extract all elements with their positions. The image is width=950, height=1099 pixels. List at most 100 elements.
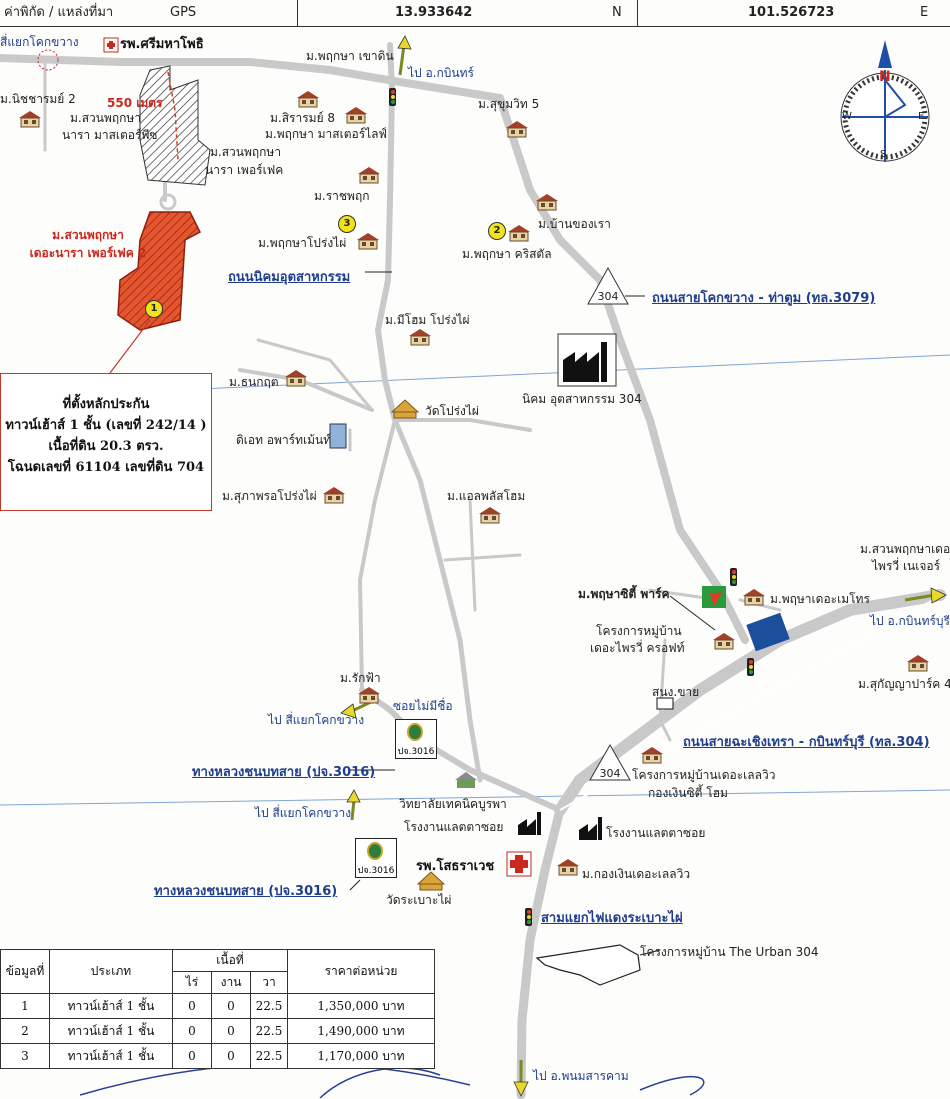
temple-icon xyxy=(393,411,417,419)
col-ngan: งาน xyxy=(211,971,251,994)
roundabout xyxy=(159,193,177,211)
place-pruksa-khaodin: ม.พฤกษา เขาดิน xyxy=(306,49,394,63)
place-pruksa-prongmai: ม.พฤกษาโปร่งไผ่ xyxy=(258,236,347,250)
subject-marker-1: 1 xyxy=(145,300,163,318)
distance-line xyxy=(167,71,179,161)
sales-office-icon xyxy=(656,697,674,710)
arrow-south-icon xyxy=(513,1060,529,1097)
road-label-chachoengsao-kabinburi: ถนนสายฉะเชิงเทรา - กบินทร์บุรี (ทล.304) xyxy=(683,735,930,750)
place-suanpruksa-perfect2: ม.สวนพฤกษา xyxy=(52,228,124,242)
house-icon xyxy=(358,167,380,184)
neighbour-plot xyxy=(139,65,211,186)
route-sign-3016: ปจ.3016 xyxy=(395,719,437,759)
hospital-icon xyxy=(103,37,119,53)
subject-plot xyxy=(117,211,201,331)
house-icon xyxy=(907,655,929,672)
place-kokkwang-intersection: สี่แยกโคกขวาง xyxy=(0,35,79,49)
apartment-icon xyxy=(329,423,347,449)
gps-source: GPS xyxy=(170,5,197,20)
place-suanpruksa-forest: ม.สวนพฤกษาเดอ xyxy=(860,542,950,556)
info-property-type: ทาวน์เฮ้าส์ 1 ชั้น (เลขที่ 242/14 ) xyxy=(5,418,207,433)
col-price: ราคาต่อหน่วย xyxy=(287,949,435,994)
place-suanpruksa-master: ม.สวนพฤกษา xyxy=(70,111,142,125)
label-to-kabinburi-right: ไป อ.กบินทร์บุรี xyxy=(870,614,950,628)
house-icon xyxy=(743,589,765,606)
collateral-info-box: ที่ตั้งหลักประกัน ทาวน์เฮ้าส์ 1 ชั้น (เล… xyxy=(0,373,212,511)
header-bar xyxy=(0,0,950,27)
latitude-value: 13.933642 xyxy=(395,5,473,20)
road-label-rural-3016: ทางหลวงชนบทสาย (ปจ.3016) xyxy=(192,765,376,780)
place-pruksa-city-park: ม.พฤษาซิตี้ พาร์ค xyxy=(578,587,670,601)
bigc-logo-mark xyxy=(710,592,722,606)
col-area: เนื้อที่ xyxy=(172,949,288,972)
road-label-industrial: ถนนนิคมอุตสาหกรรม xyxy=(228,270,351,285)
place-lake-view-2: กองเงินซิตี้ โฮม xyxy=(648,786,728,800)
col-rai: ไร่ xyxy=(172,971,212,994)
house-icon xyxy=(557,859,579,876)
info-deed: โฉนดเลขที่ 61104 เลขที่ดิน 704 xyxy=(7,460,205,475)
pointer-line xyxy=(349,879,361,891)
compass-rose xyxy=(840,40,930,162)
place-suanpruksa-perfect-2: นารา เพอร์เฟค xyxy=(205,163,284,177)
tesco-lotus-logo xyxy=(746,612,790,652)
label-to-kokkwang-2: ไป สี่แยกโคกขวาง xyxy=(255,806,352,820)
place-ratchapruk: ม.ราชพฤก xyxy=(314,189,370,203)
road-network xyxy=(0,42,946,1099)
info-land-area: เนื้อที่ดิน 20.3 ตรว. xyxy=(48,439,164,454)
divider xyxy=(637,0,638,26)
longitude-direction: E xyxy=(920,5,929,20)
place-supaporn-prongmai: ม.สุภาพรอโปร่งไผ่ xyxy=(222,489,317,503)
place-nicharom2: ม.นิชชารมย์ 2 xyxy=(0,92,76,106)
place-privy-croft-2: เดอะไพรวี่ ครอฟท์ xyxy=(590,641,685,655)
route-304-label: 304 xyxy=(599,767,621,780)
place-wat-rabeubai: วัดระเบาะไผ่ xyxy=(386,893,452,907)
place-wat-prongmai: วัดโปร่งไผ่ xyxy=(425,404,479,418)
label-to-kokkwang: ไป สี่แยกโคกขวาง xyxy=(268,713,365,727)
place-rakfa: ม.รักฟ้า xyxy=(340,671,381,685)
place-sales-office: สนง.ขาย xyxy=(652,685,700,699)
traffic-light-icon xyxy=(747,658,754,676)
traffic-light-icon xyxy=(389,88,396,106)
place-factory-2: โรงงานแลตตาซอย xyxy=(606,826,706,840)
house-icon xyxy=(345,107,367,124)
place-suanpruksa-forest-2: ไพรวี่ เนเจอร์ xyxy=(872,559,941,573)
place-suanpruksa-perfect2-2: เดอะนารา เพอร์เฟค 2 xyxy=(29,246,147,260)
divider xyxy=(297,0,298,26)
urban-304-outline xyxy=(535,944,641,986)
place-dh-apartment: ดิเอท อพาร์ทเม้นท์ xyxy=(236,433,332,447)
scan-line xyxy=(0,789,950,806)
factory-icon xyxy=(579,817,602,840)
place-mihome-prongmai: ม.มีโฮม โปร่งไผ่ xyxy=(385,313,470,327)
place-pruksa-metro: ม.พฤษาเดอะเมโทร xyxy=(770,592,870,606)
compass-south-label: S xyxy=(880,149,887,160)
pointer-line xyxy=(639,949,661,956)
place-suanpruksa-master-2: นารา มาสเตอร์พีซ xyxy=(62,128,158,142)
house-icon xyxy=(19,111,41,128)
comparable-price-table: ข้อมูลที่ ประเภท เนื้อที่ ราคาต่อหน่วย ไ… xyxy=(0,949,435,1069)
label-unnamed-soi: ซอยไม่มีชื่อ xyxy=(393,699,453,713)
industrial-estate-icon xyxy=(557,333,617,387)
info-title: ที่ตั้งหลักประกัน xyxy=(62,397,150,412)
place-sukhumvit5: ม.สุขุมวิท 5 xyxy=(478,97,540,111)
house-icon xyxy=(323,487,345,504)
house-icon xyxy=(297,91,319,108)
place-alpha-home: ม.แอลพลัสโฮม xyxy=(447,489,526,503)
place-industrial-estate: นิคม อุตสาหกรรม 304 xyxy=(522,392,642,406)
hospital-icon xyxy=(506,851,532,877)
label-to-kabinburi-top: ไป อ.กบินทร์ xyxy=(408,66,474,80)
col-wa: วา xyxy=(250,971,288,994)
compass-west-label: W xyxy=(842,111,852,122)
road-label-rural-3016-b: ทางหลวงชนบทสาย (ปจ.3016) xyxy=(154,884,338,899)
place-kongngoen-lakeview: ม.กองเงินเดอะเลลวิว xyxy=(582,867,691,881)
house-icon xyxy=(641,747,663,764)
house-icon xyxy=(285,370,307,387)
place-lake-view: โครงการหมู่บ้านเดอะเลลวิว xyxy=(632,768,776,782)
col-type: ประเภท xyxy=(49,949,173,994)
temple-icon xyxy=(390,399,420,413)
traffic-light-icon xyxy=(525,908,532,926)
route-sign-3016: ปจ.3016 xyxy=(355,838,397,878)
comparable-marker-3: 3 xyxy=(338,215,356,233)
